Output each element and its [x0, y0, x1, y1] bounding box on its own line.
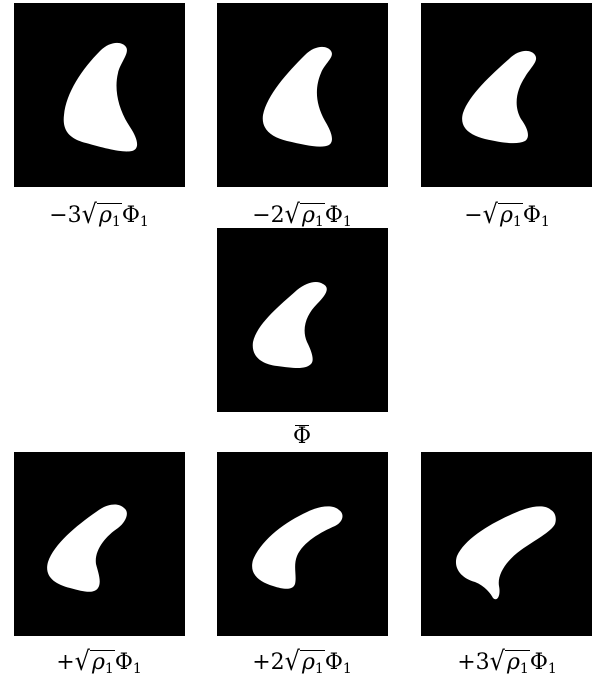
shape-panel-plus-2: [217, 452, 388, 636]
shape-plus-3: [421, 452, 592, 636]
shape-minus-1: [421, 3, 592, 187]
shape-minus-3: [14, 3, 185, 187]
shape-mean: [217, 228, 388, 412]
crescent-shape: [252, 506, 343, 589]
caption-minus-2: −2√ρ1Φ1: [252, 198, 352, 230]
shape-panel-plus-3: [421, 452, 592, 636]
caption-minus-1: −√ρ1Φ1: [464, 198, 550, 230]
caption-plus-1: +√ρ1Φ1: [56, 645, 142, 677]
shape-minus-2: [217, 3, 388, 187]
caption-plus-3: +3√ρ1Φ1: [457, 645, 557, 677]
shape-panel-minus-2: [217, 3, 388, 187]
caption-plus-2: +2√ρ1Φ1: [252, 645, 352, 677]
shape-panel-mean: [217, 228, 388, 412]
shape-plus-1: [14, 452, 185, 636]
shape-panel-plus-1: [14, 452, 185, 636]
caption-mean: Φ: [202, 422, 402, 452]
crescent-shape: [63, 42, 138, 152]
crescent-shape: [47, 504, 127, 592]
shape-panel-minus-1: [421, 3, 592, 187]
shape-panel-minus-3: [14, 3, 185, 187]
crescent-shape: [252, 282, 327, 368]
shape-plus-2: [217, 452, 388, 636]
crescent-shape: [262, 46, 332, 147]
caption-minus-3: −3√ρ1Φ1: [49, 198, 149, 230]
crescent-shape: [455, 506, 556, 600]
crescent-shape: [462, 50, 537, 144]
